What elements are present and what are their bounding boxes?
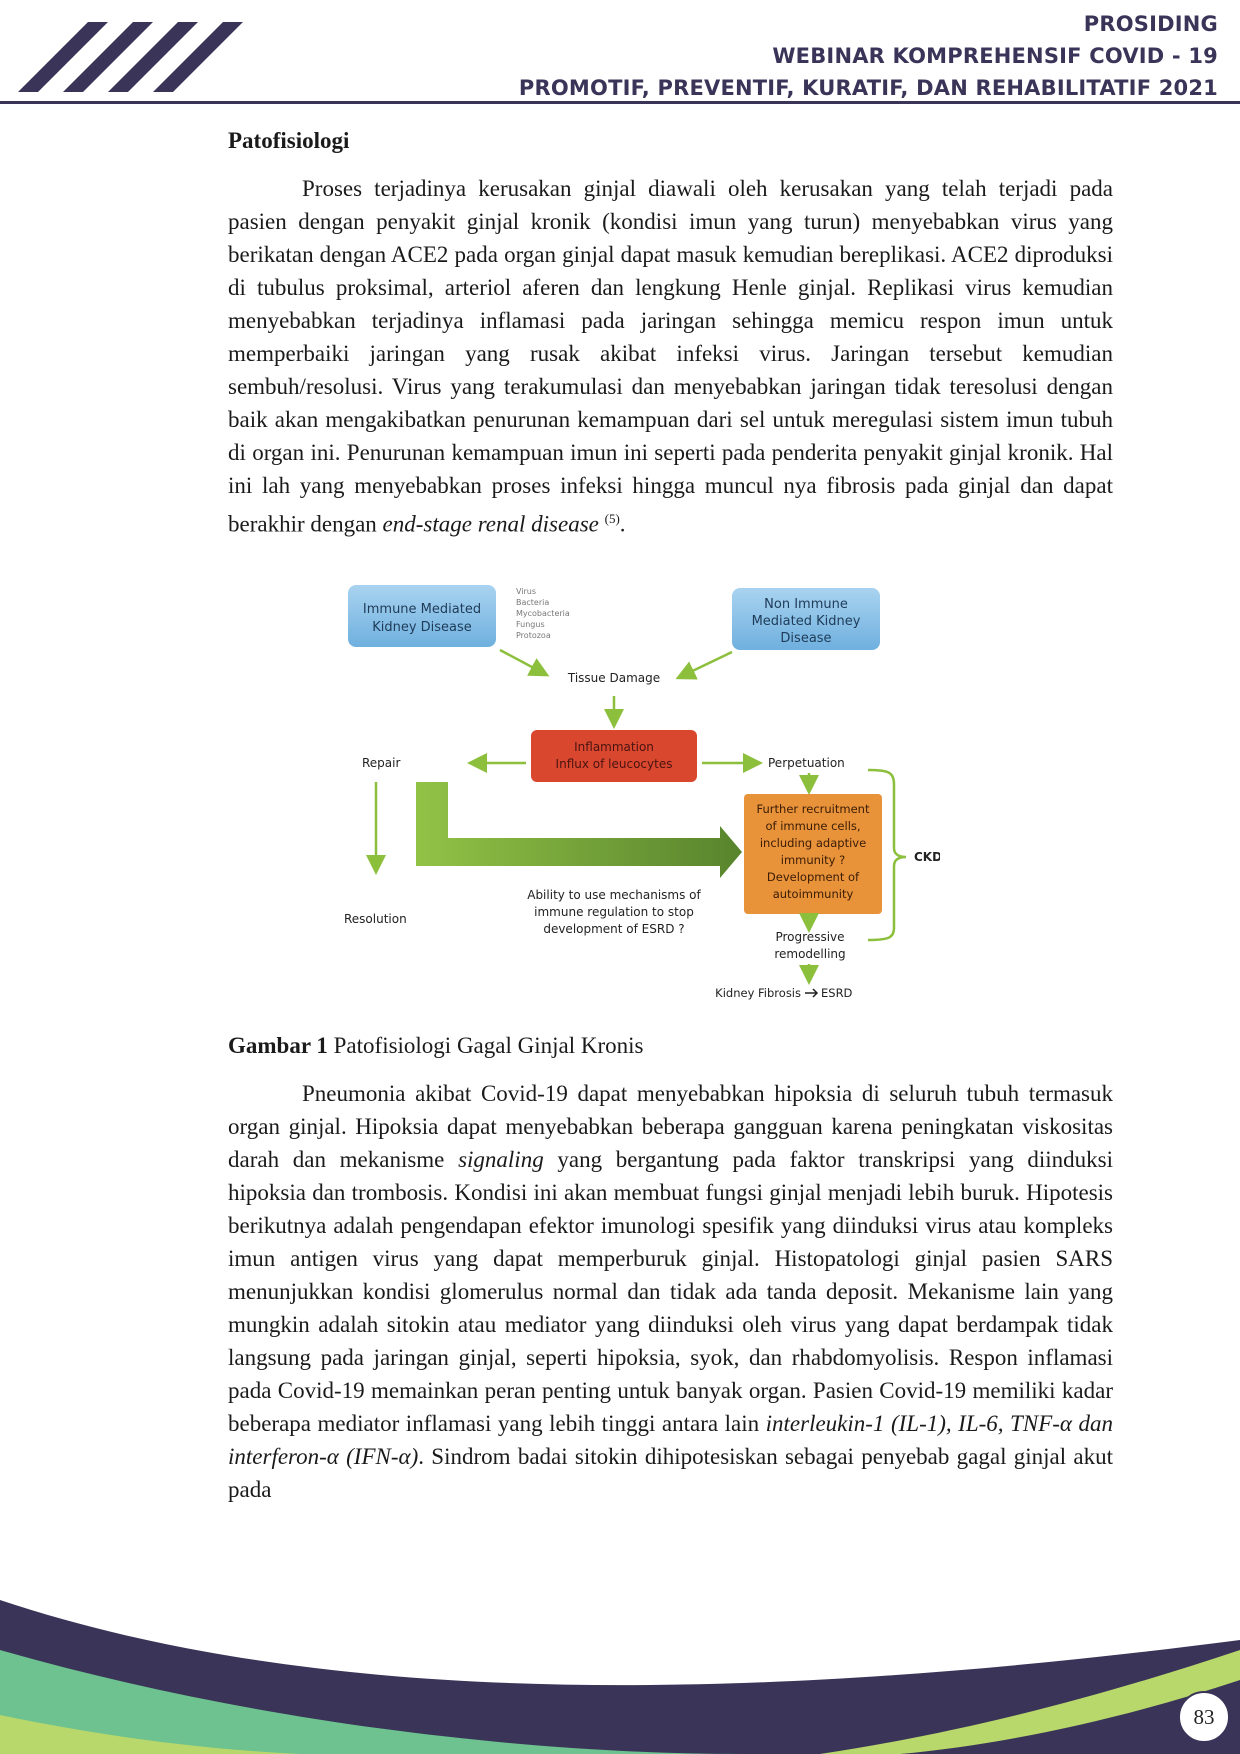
repair-label: Repair [362, 756, 400, 770]
header-line-1: PROSIDING [1083, 12, 1218, 36]
paragraph-2: Pneumonia akibat Covid-19 dapat menyebab… [228, 1077, 1113, 1506]
progressive-label-2: remodelling [774, 947, 845, 961]
non-immune-label-1: Non Immune [764, 597, 848, 612]
figure-caption: Gambar 1 Patofisiologi Gagal Ginjal Kron… [228, 1033, 1113, 1059]
header-line-2: WEBINAR KOMPREHENSIF COVID - 19 [772, 44, 1218, 68]
figure-caption-label: Gambar 1 [228, 1033, 328, 1058]
recruitment-line: of immune cells, [765, 819, 860, 833]
header-line-3: PROMOTIF, PREVENTIF, KURATIF, DAN REHABI… [518, 76, 1218, 100]
paragraph-2-italic-2: interleukin-1 (IL-1), IL-6, TNF-α dan in… [228, 1411, 1114, 1469]
recruitment-line: Further recruitment [757, 802, 870, 816]
immune-recruitment-box: Further recruitment of immune cells, inc… [744, 794, 882, 914]
ability-text: Ability to use mechanisms of immune regu… [527, 888, 701, 936]
recruitment-line: autoimmunity [773, 887, 854, 901]
ckd-label: CKD [914, 850, 940, 864]
perpetuation-label: Perpetuation [768, 756, 845, 770]
page-number: 83 [1178, 1691, 1230, 1743]
recruitment-line: Development of [767, 870, 860, 884]
paragraph-2-text-1: Pneumonia akibat Covid-19 dapat menyebab… [228, 1081, 1113, 1172]
non-immune-label-2: Mediated Kidney [752, 614, 861, 629]
figure-diagram: Immune Mediated Kidney Disease Virus Bac… [344, 585, 942, 1000]
esrd-label: ESRD [821, 986, 853, 1000]
progressive-label-1: Progressive [775, 930, 844, 944]
immune-mediated-label-2: Kidney Disease [372, 620, 472, 635]
paragraph-1-text: Proses terjadinya kerusakan ginjal diawa… [228, 176, 1113, 537]
paragraph-2-text-3: . Sindrom badai sitokin dihipotesiskan s… [228, 1444, 1114, 1502]
header-divider [0, 101, 1240, 104]
paragraph-1-italic: end-stage renal disease [382, 511, 599, 537]
immune-mediated-label-1: Immune Mediated [363, 602, 481, 617]
arrow [675, 650, 733, 680]
ability-line: development of ESRD ? [543, 922, 684, 936]
paragraph-2-italic-1: signaling [458, 1147, 544, 1172]
paragraph-2-text-2: yang bergantung pada faktor transkripsi … [228, 1147, 1113, 1436]
kidney-fibrosis-label: Kidney Fibrosis [715, 986, 801, 1000]
immune-mediated-box: Immune Mediated Kidney Disease [348, 585, 496, 647]
tissue-damage-label: Tissue Damage [567, 671, 660, 685]
inflammation-label-1: Inflammation [574, 740, 654, 754]
header-title: PROSIDING WEBINAR KOMPREHENSIF COVID - 1… [519, 8, 1218, 104]
section-title: Patofisiologi [228, 128, 350, 153]
figure-ckd-pathophysiology: Immune Mediated Kidney Disease Virus Bac… [340, 570, 942, 1010]
arrow-right-icon [805, 988, 819, 998]
paragraph-1-end: . [619, 511, 626, 537]
pathogen-item: Virus [516, 587, 536, 596]
footer-wave [0, 1600, 1240, 1754]
ability-line: Ability to use mechanisms of [527, 888, 701, 902]
big-green-arrow [416, 782, 742, 878]
page-header: PROSIDING WEBINAR KOMPREHENSIF COVID - 1… [0, 0, 1240, 108]
header-stripes-logo [18, 22, 243, 92]
pathogen-list: Virus Bacteria Mycobacteria Fungus Proto… [516, 587, 570, 640]
inflammation-label-2: Influx of leucocytes [556, 757, 673, 771]
pathogen-item: Fungus [516, 620, 545, 629]
resolution-label: Resolution [344, 912, 407, 926]
non-immune-label-3: Disease [780, 631, 831, 646]
paragraph-1-reference: (5) [604, 511, 620, 526]
ability-line: immune regulation to stop [534, 905, 694, 919]
non-immune-box: Non Immune Mediated Kidney Disease [732, 588, 880, 650]
arrow [499, 648, 550, 677]
recruitment-line: immunity ? [781, 853, 845, 867]
figure-caption-text: Patofisiologi Gagal Ginjal Kronis [327, 1033, 644, 1058]
inflammation-box: Inflammation Influx of leucocytes [531, 730, 697, 782]
ckd-bracket [867, 768, 907, 942]
pathogen-item: Bacteria [516, 598, 549, 607]
pathogen-item: Protozoa [516, 631, 551, 640]
recruitment-line: including adaptive [760, 836, 866, 850]
paragraph-1: Proses terjadinya kerusakan ginjal diawa… [228, 172, 1113, 541]
pathogen-item: Mycobacteria [516, 609, 570, 618]
